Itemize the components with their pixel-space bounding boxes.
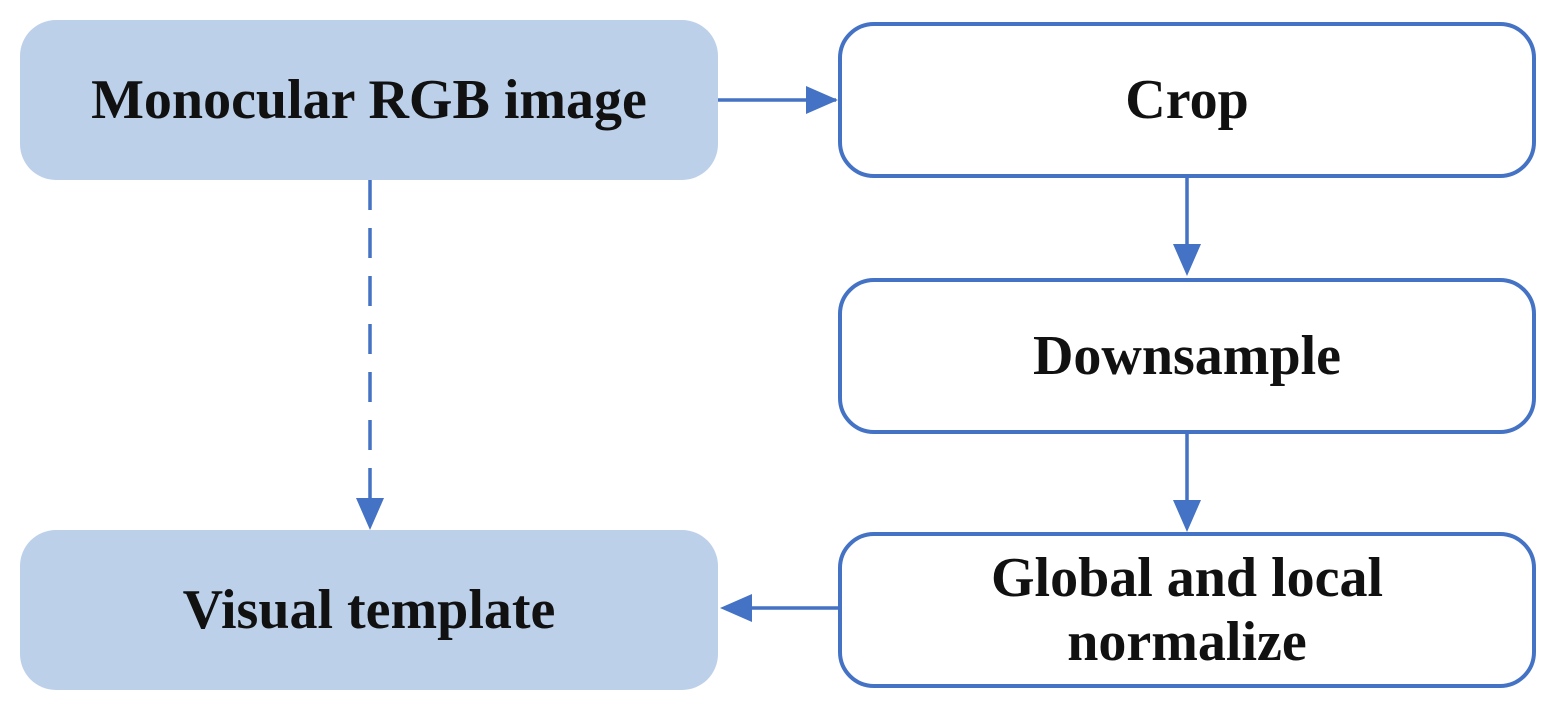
node-label: Global and local normalize bbox=[990, 547, 1384, 673]
arrowhead-input-to-crop bbox=[806, 86, 838, 114]
arrowhead-normalize-to-output bbox=[720, 594, 752, 622]
node-label: Downsample bbox=[1032, 325, 1342, 387]
node-label: Monocular RGB image bbox=[91, 69, 647, 131]
arrowhead-downsample-to-normalize bbox=[1173, 500, 1201, 532]
node-downsample: Downsample bbox=[838, 278, 1536, 434]
node-label: Crop bbox=[1125, 69, 1249, 131]
arrowhead-crop-to-downsample bbox=[1173, 244, 1201, 276]
node-label: Visual template bbox=[182, 579, 556, 641]
node-monocular-rgb-image: Monocular RGB image bbox=[20, 20, 718, 180]
node-crop: Crop bbox=[838, 22, 1536, 178]
node-visual-template: Visual template bbox=[20, 530, 718, 690]
arrowhead-input-to-output bbox=[356, 498, 384, 530]
node-global-local-normalize: Global and local normalize bbox=[838, 532, 1536, 688]
